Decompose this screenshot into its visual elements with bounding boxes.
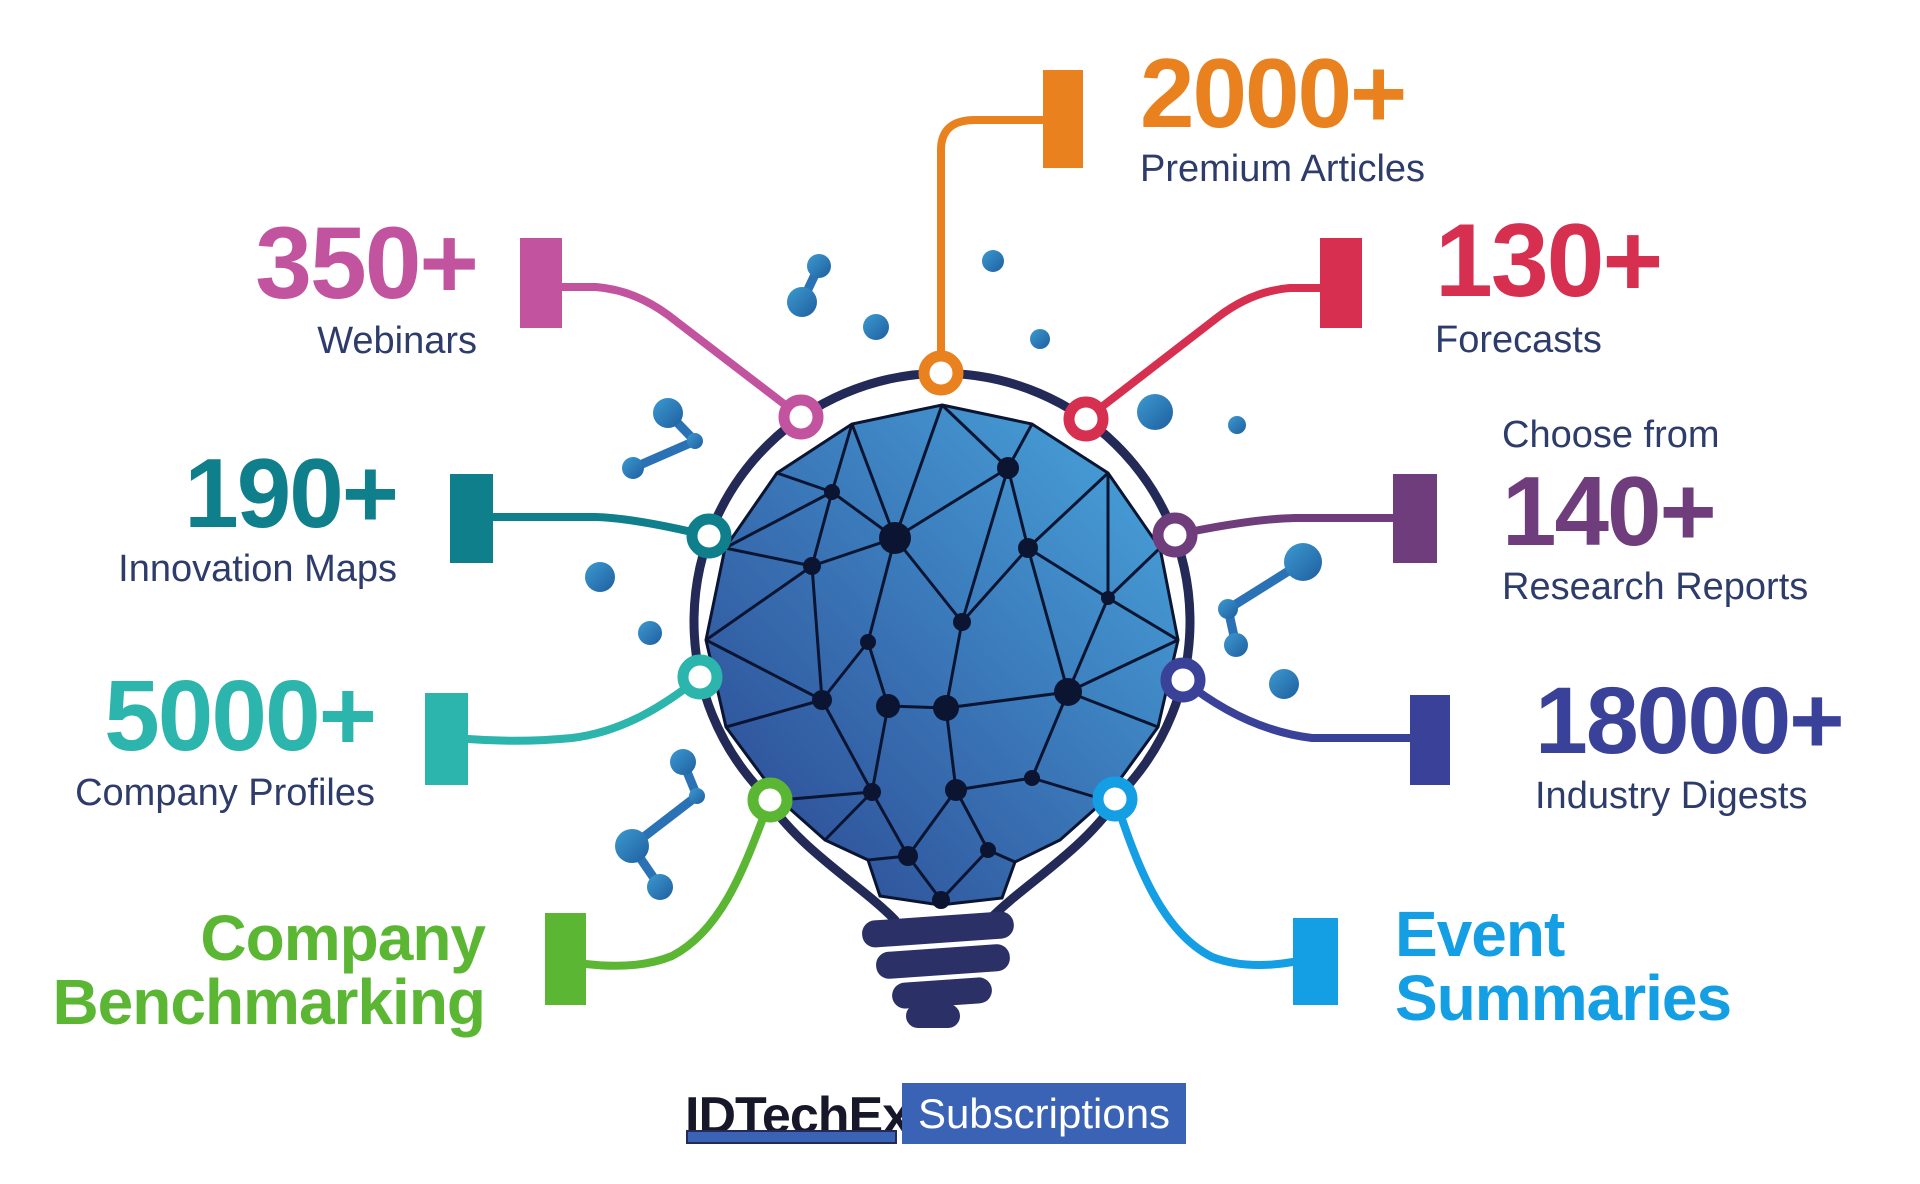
ring-node-company-benchmarking: [747, 777, 793, 823]
connector-event-summaries: [1111, 795, 1297, 970]
ring-node-premium-articles: [918, 350, 964, 396]
ring-node-industry-digests: [1160, 657, 1206, 703]
forecasts-label: Forecasts: [1435, 319, 1602, 361]
callout-premium-articles: 2000+ Premium Articles: [1140, 44, 1425, 190]
callout-bar-research-reports: [1393, 474, 1437, 563]
callout-company-benchmarking: Company Benchmarking: [52, 902, 486, 1038]
innovation-maps-count: 190+: [184, 438, 399, 548]
forecasts-count: 130+: [1435, 203, 1663, 319]
ring-node-research-reports: [1152, 512, 1198, 558]
ring-node-company-profiles: [677, 654, 723, 700]
webinars-label: Webinars: [317, 320, 477, 362]
company-benchmarking-title: Company Benchmarking: [52, 902, 486, 1038]
research-reports-count: 140+: [1502, 455, 1717, 566]
callout-bar-company-benchmarking: [545, 913, 586, 1005]
callout-bar-webinars: [520, 238, 562, 328]
research-reports-prefix: Choose from: [1502, 414, 1720, 456]
callout-bar-event-summaries: [1293, 918, 1338, 1005]
industry-digests-count: 18000+: [1535, 668, 1845, 774]
premium-articles-count: 2000+: [1140, 38, 1407, 148]
callout-innovation-maps: 190+ Innovation Maps: [118, 438, 399, 590]
event-summaries-title: Event Summaries: [1395, 898, 1732, 1034]
callout-bar-forecasts: [1320, 238, 1362, 328]
ring-node-webinars: [778, 394, 824, 440]
bulb-mesh-nodes: [803, 457, 1115, 909]
callout-bar-industry-digests: [1410, 695, 1450, 785]
callout-forecasts: 130+ Forecasts: [1435, 203, 1663, 361]
event-summaries-line1: Event: [1395, 898, 1565, 970]
connector-research-reports: [1171, 514, 1397, 539]
bulb-base: [862, 911, 1014, 1028]
company-profiles-label: Company Profiles: [75, 772, 375, 814]
connector-forecasts: [1082, 284, 1324, 423]
callout-research-reports: Choose from 140+ Research Reports: [1502, 414, 1809, 608]
premium-articles-label: Premium Articles: [1140, 148, 1426, 190]
ring-node-innovation-maps: [686, 513, 732, 559]
callout-industry-digests: 18000+ Industry Digests: [1535, 668, 1845, 817]
bulb-mesh: [705, 403, 1179, 906]
event-summaries-line2: Summaries: [1395, 962, 1732, 1034]
company-profiles-count: 5000+: [104, 660, 377, 772]
callout-company-profiles: 5000+ Company Profiles: [75, 660, 377, 814]
callout-bar-company-profiles: [425, 693, 468, 785]
ring-node-event-summaries: [1092, 776, 1138, 822]
callout-event-summaries: Event Summaries: [1395, 898, 1732, 1034]
webinars-count: 350+: [255, 206, 479, 320]
callout-bar-premium-articles: [1043, 70, 1083, 168]
company-benchmarking-line1: Company: [200, 902, 486, 974]
ring-node-forecasts: [1063, 396, 1109, 442]
industry-digests-label: Industry Digests: [1535, 775, 1808, 817]
connector-webinars: [558, 283, 805, 421]
connector-company-benchmarking: [582, 796, 774, 970]
molecule-dots: [585, 250, 1322, 900]
brand-product-label: Subscriptions: [917, 1089, 1171, 1137]
connector-company-profiles: [464, 673, 704, 745]
callout-bar-innovation-maps: [450, 474, 493, 563]
innovation-maps-label: Innovation Maps: [118, 548, 397, 590]
connector-premium-articles: [937, 116, 1047, 377]
brand-underline: [686, 1130, 897, 1144]
brand-product-badge: Subscriptions: [902, 1083, 1186, 1144]
research-reports-label: Research Reports: [1502, 565, 1809, 608]
company-benchmarking-line2: Benchmarking: [52, 966, 486, 1038]
callout-webinars: 350+ Webinars: [255, 206, 479, 362]
connector-innovation-maps: [489, 513, 713, 540]
